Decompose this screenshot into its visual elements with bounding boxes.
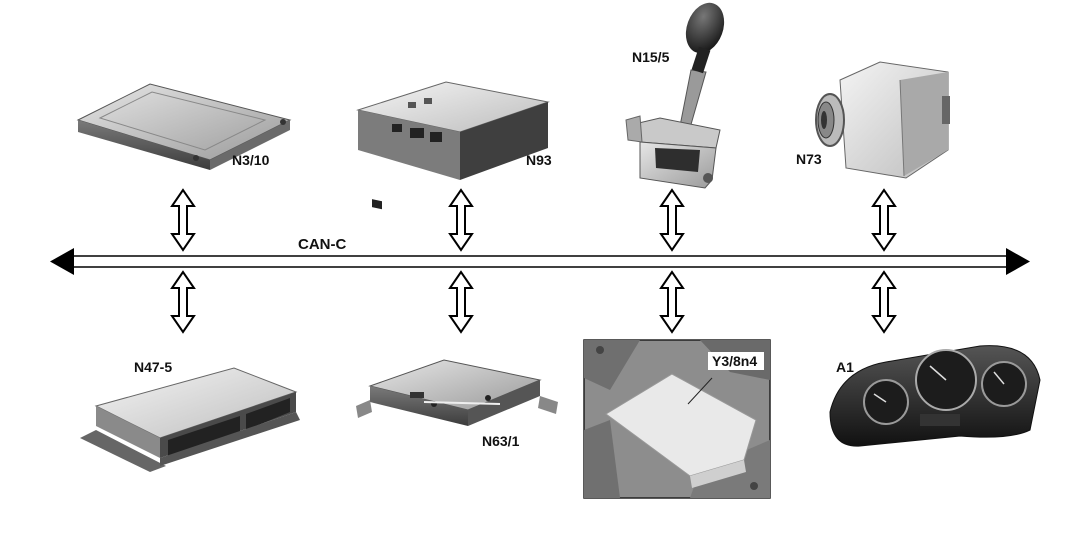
- connector-y3-8n4: [659, 270, 685, 334]
- label-n3-10: N3/10: [232, 152, 270, 168]
- connector-a1: [871, 270, 897, 334]
- connector-n47-5: [170, 270, 196, 334]
- connector-n15-5: [659, 188, 685, 252]
- label-n63-1: N63/1: [482, 433, 520, 449]
- label-y3-8n4: Y3/8n4: [712, 353, 757, 369]
- label-y3-8n4-bg: [708, 352, 764, 370]
- connector-n73: [871, 188, 897, 252]
- label-a1: A1: [836, 359, 854, 375]
- instrument-cluster-icon: [829, 345, 1041, 447]
- engine-control-unit-icon: [76, 83, 292, 170]
- bus-arrow-right: [1006, 248, 1030, 275]
- bus-arrow-left: [50, 248, 74, 275]
- label-n15-5: N15/5: [632, 49, 670, 65]
- bus-label: CAN-C: [298, 236, 346, 253]
- connector-n3-10: [170, 188, 196, 252]
- gear-selector-icon: [625, 2, 725, 189]
- esp-control-unit-icon: [80, 367, 300, 472]
- label-n93: N93: [526, 152, 552, 168]
- connector-n63-1: [448, 270, 474, 334]
- can-c-bus: CAN-C: [50, 236, 1030, 275]
- connector-n93: [448, 188, 474, 252]
- ignition-switch-icon: [815, 61, 950, 179]
- control-unit-icon: [356, 359, 558, 426]
- connector-arrows: [170, 188, 897, 334]
- control-module-icon: [356, 81, 550, 210]
- label-n47-5: N47-5: [134, 359, 172, 375]
- label-n73: N73: [796, 151, 822, 167]
